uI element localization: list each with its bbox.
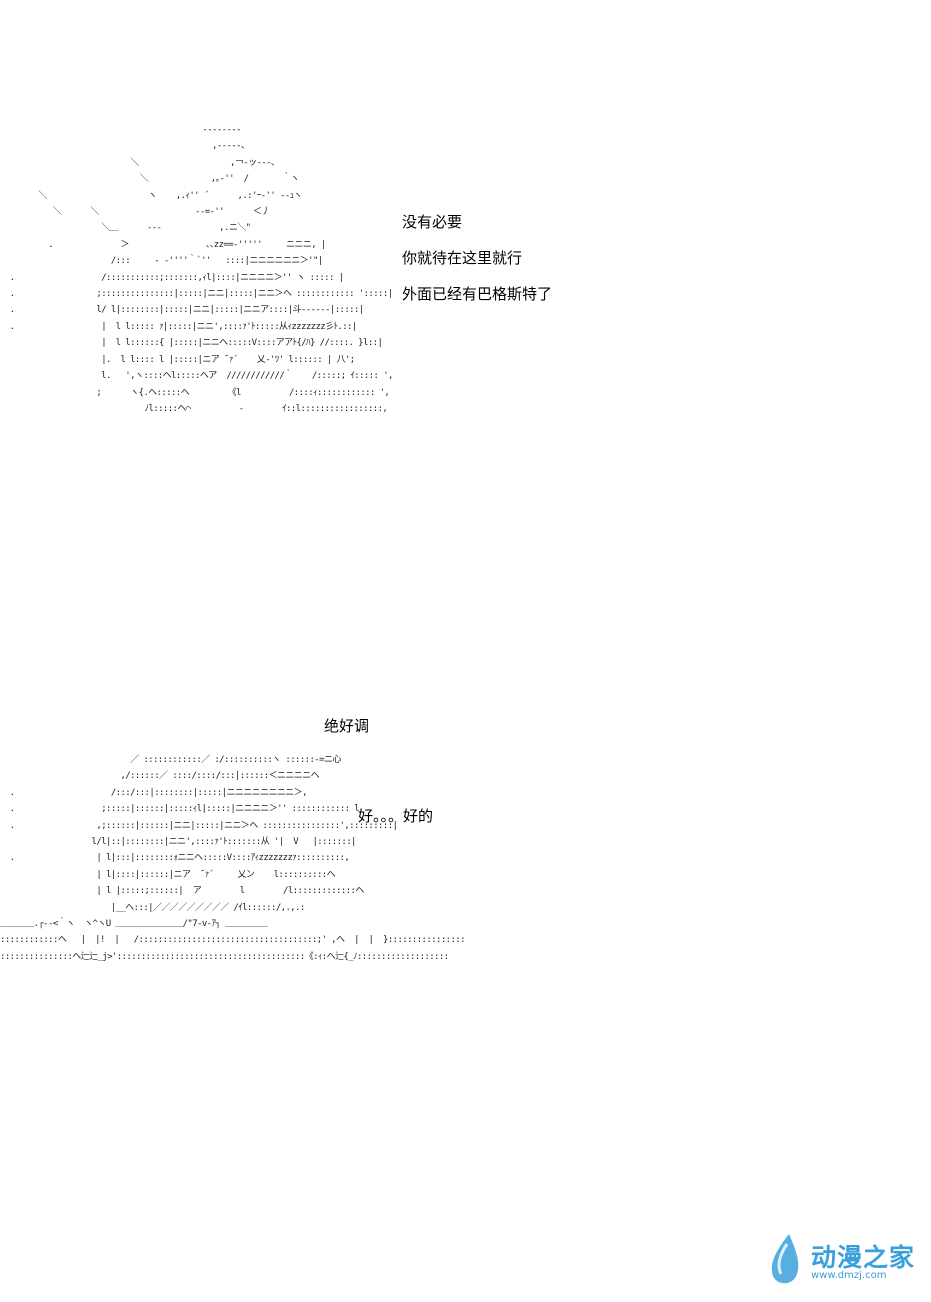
panel1-dialogue-line-3: 外面已经有巴格斯特了 bbox=[402, 285, 553, 303]
caption-text: 绝好调 bbox=[324, 717, 370, 735]
panel1-ascii-art: ‐‐‐‐‐‐‐‐ ,‐‐‐‐‐、 ＼ ,￢‐ッ‐‐‐､ ＼ ,｡‐'' / ｀ヽ… bbox=[9, 125, 394, 414]
panel2-dialogue-line-1: 好。。。好的 bbox=[358, 807, 434, 825]
watermark: 动漫之家 www.dmzj.com bbox=[767, 1228, 917, 1288]
water-drop-icon bbox=[771, 1234, 799, 1284]
panel2-ascii-art: ／ ::::::::::::／ :/::::::::::ヽ ::::::‐=ニ心… bbox=[0, 755, 466, 962]
panel1-dialogue-line-1: 没有必要 bbox=[402, 213, 463, 231]
watermark-name: 动漫之家 bbox=[811, 1243, 916, 1272]
watermark-url: www.dmzj.com bbox=[811, 1270, 887, 1281]
panel1-dialogue-line-2: 你就待在这里就行 bbox=[402, 249, 523, 267]
